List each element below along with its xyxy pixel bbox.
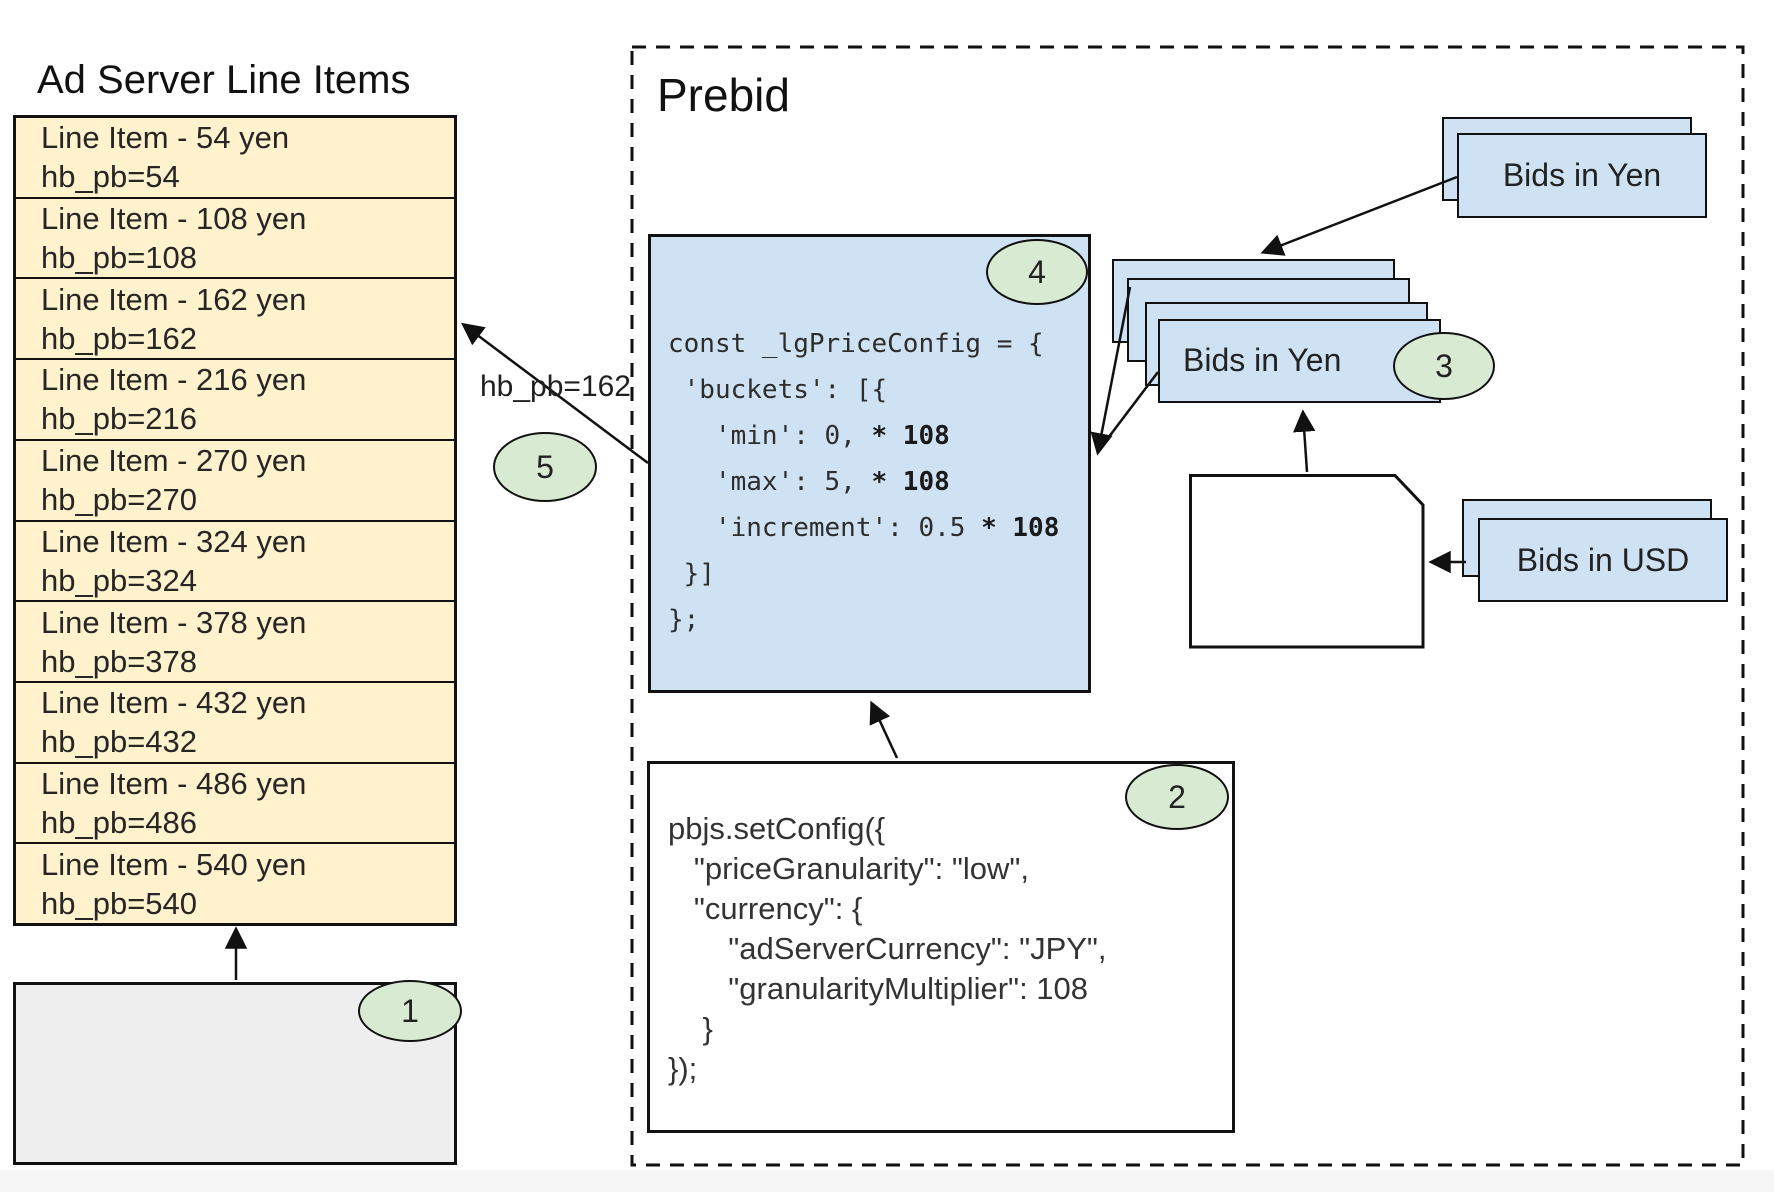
step-badge-4: 4 (986, 239, 1088, 305)
arrow-note-to-stack (1293, 409, 1316, 473)
arrow-yen-top-to-stack (1260, 175, 1458, 256)
flow-label-hb-pb: hb_pb=162 (480, 370, 631, 403)
step-badge-2: 2 (1125, 764, 1229, 830)
prebid-label: Prebid (657, 69, 790, 121)
step-badge-5: 5 (493, 432, 597, 502)
ad-server-title: Ad Server Line Items (37, 58, 411, 102)
bids-in-yen-top-card: Bids in Yen (1457, 133, 1707, 218)
bottom-strip (0, 1170, 1774, 1192)
bids-in-yen-top-label: Bids in Yen (1502, 157, 1662, 193)
step-badge-1: 1 (358, 980, 462, 1042)
step-badge-3: 3 (1393, 332, 1495, 400)
bucket-code: const _lgPriceConfig = { 'buckets': [{ '… (668, 329, 1060, 635)
bids-in-yen-stack-label: Bids in Yen (1183, 342, 1342, 378)
conversion-note-shape (1189, 474, 1425, 649)
arrow-setconfig-to-bucket (869, 700, 899, 759)
bids-in-usd-label: Bids in USD (1516, 541, 1690, 578)
bids-in-usd-card: Bids in USD (1478, 518, 1728, 602)
setconfig-code: pbjs.setConfig({ "priceGranularity": "lo… (668, 811, 1107, 1086)
